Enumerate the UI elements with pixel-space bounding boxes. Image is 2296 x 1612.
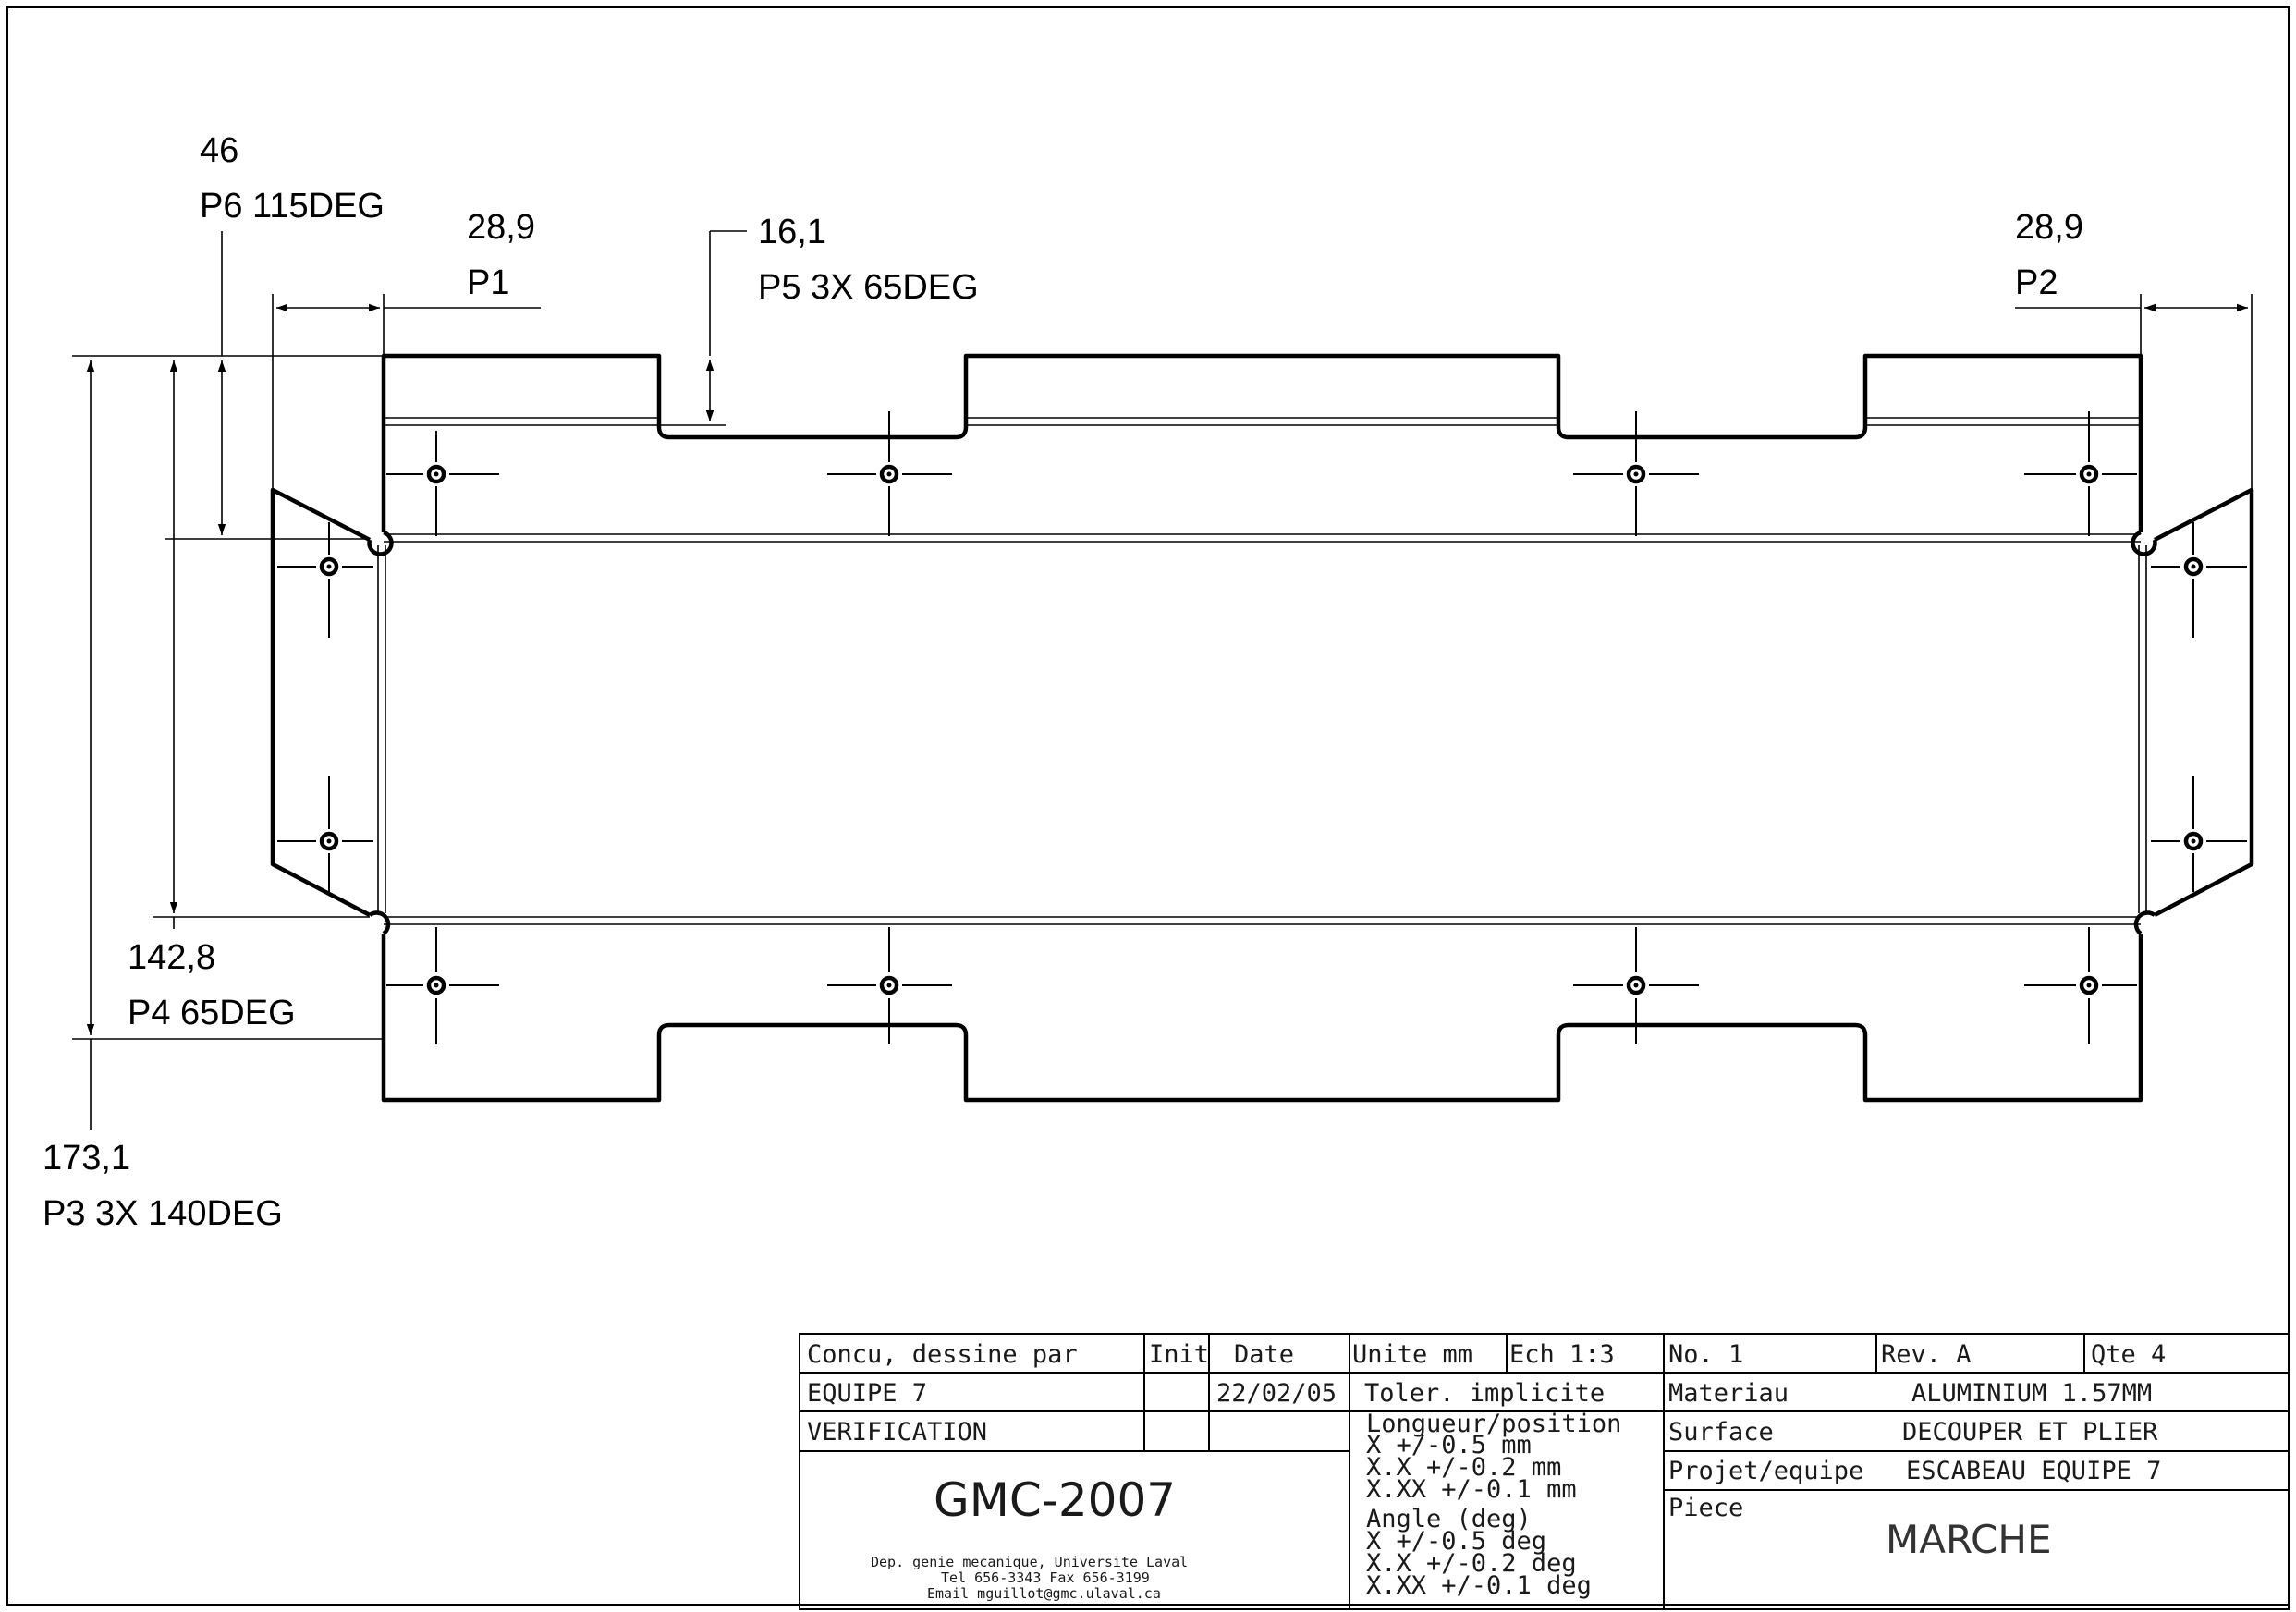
dim-46-value: 46 <box>200 131 238 170</box>
dimensions <box>72 230 2253 1130</box>
tb-date-label: Date <box>1234 1340 1294 1369</box>
tb-materiau-label: Materiau <box>1668 1379 1789 1408</box>
tb-dept-line3: Email mguillot@gmc.ulaval.ca <box>927 1585 1161 1602</box>
dimension-labels: 46 P6 115DEG 28,9 P1 16,1 P5 3X 65DEG 28… <box>43 131 2083 1233</box>
tb-piece-value: MARCHE <box>1886 1517 2052 1562</box>
dim-46-note: P6 115DEG <box>200 187 385 226</box>
sheet-frame <box>6 6 2290 1606</box>
dim-289-left-value: 28,9 <box>467 208 535 247</box>
tb-ang-xx: X.X +/-0.2 deg <box>1366 1549 1577 1578</box>
tb-gmc: GMC-2007 <box>934 1473 1176 1527</box>
hole-bottom-4 <box>2024 927 2137 1044</box>
tb-init-label: Init <box>1149 1340 1209 1369</box>
tb-concu-label: Concu, dessine par <box>807 1340 1078 1369</box>
dim-289-left-note: P1 <box>467 263 509 302</box>
tb-tol-xxx: X.XX +/-0.1 mm <box>1366 1475 1577 1504</box>
hole-right-1 <box>2151 522 2247 638</box>
tb-surface-value: DECOUPER ET PLIER <box>1902 1418 2158 1447</box>
tb-verification-label: VERIFICATION <box>807 1418 987 1447</box>
tb-dept-line1: Dep. genie mecanique, Universite Laval <box>871 1554 1188 1570</box>
tb-angle-label: Angle (deg) <box>1366 1505 1532 1533</box>
tb-qte-label: Qte 4 <box>2091 1340 2166 1369</box>
hole-bottom-2 <box>827 927 952 1044</box>
holes <box>277 411 2247 1044</box>
tb-ech-label: Ech 1:3 <box>1509 1340 1615 1369</box>
tb-surface-label: Surface <box>1668 1418 1774 1447</box>
dim-161-note: P5 3X 65DEG <box>758 268 979 307</box>
dim-161-value: 16,1 <box>758 213 826 251</box>
dim-1731-note: P3 3X 140DEG <box>43 1194 283 1233</box>
tb-unite-label: Unite mm <box>1352 1340 1472 1369</box>
hole-top-3 <box>1573 411 1699 536</box>
dim-289-right-value: 28,9 <box>2015 208 2083 247</box>
tb-rev-label: Rev. A <box>1881 1340 1972 1369</box>
dim-1731-value: 173,1 <box>43 1139 130 1178</box>
part-outline <box>270 353 2254 1103</box>
tb-longueur-label: Longueur/position <box>1366 1410 1621 1438</box>
dim-1428-value: 142,8 <box>128 938 215 977</box>
hole-top-1 <box>386 431 499 536</box>
hole-bottom-1 <box>386 927 499 1044</box>
tb-date-value: 22/02/05 <box>1216 1379 1337 1408</box>
tb-team: EQUIPE 7 <box>807 1379 927 1408</box>
tb-projet-label: Projet/equipe <box>1668 1457 1863 1485</box>
tb-toler-label: Toler. implicite <box>1364 1379 1605 1408</box>
tb-no-label: No. 1 <box>1668 1340 1743 1369</box>
bend-lines <box>377 417 2147 925</box>
tb-materiau-value: ALUMINIUM 1.57MM <box>1911 1379 2152 1408</box>
tb-tol-x: X +/-0.5 mm <box>1366 1431 1532 1459</box>
hole-bottom-3 <box>1573 927 1699 1044</box>
tb-dept-line2: Tel 656-3343 Fax 656-3199 <box>941 1569 1150 1586</box>
hole-right-2 <box>2151 776 2247 892</box>
tb-ang-xxx: X.XX +/-0.1 deg <box>1366 1571 1592 1600</box>
tb-projet-value: ESCABEAU EQUIPE 7 <box>1906 1457 2161 1485</box>
dim-289-right-note: P2 <box>2015 263 2058 302</box>
hole-top-2 <box>827 411 952 536</box>
hole-top-4 <box>2024 411 2137 536</box>
hole-left-2 <box>277 776 373 892</box>
dim-1428-note: P4 65DEG <box>128 994 296 1032</box>
tb-piece-label: Piece <box>1668 1494 1743 1522</box>
tb-tol-xx: X.X +/-0.2 mm <box>1366 1453 1561 1482</box>
tb-ang-x: X +/-0.5 deg <box>1366 1527 1546 1556</box>
title-block: Concu, dessine par Init Date Unite mm Ec… <box>799 1333 2290 1610</box>
